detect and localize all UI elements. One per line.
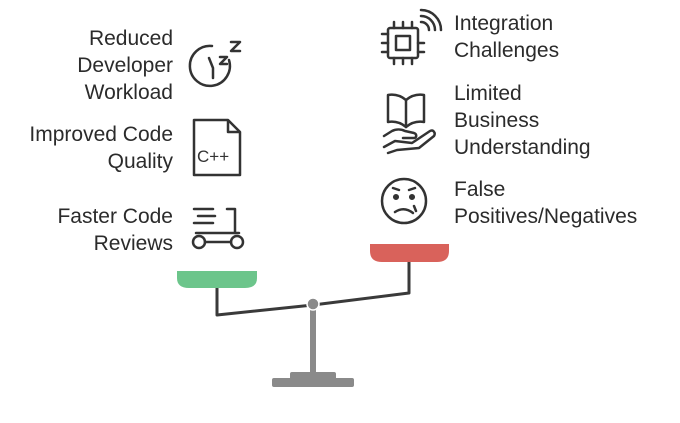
scooter-icon [191, 207, 245, 250]
con-label-integration-challenges: Integration Challenges [454, 12, 560, 62]
cpp-file-icon: C++ [192, 118, 242, 177]
svg-text:C++: C++ [197, 147, 229, 166]
pro-label-reduced-developer-workload: Reduced Developer Workload [77, 27, 173, 104]
pro-label-improved-code-quality: Improved Code Quality [29, 123, 173, 173]
pro-label-faster-code-reviews: Faster Code Reviews [57, 205, 173, 255]
wireless-chip-icon [380, 8, 443, 66]
scale-stand [272, 304, 354, 387]
sleep-clock-icon [188, 40, 242, 88]
con-label-false-positives-negatives: False Positives/Negatives [454, 178, 638, 228]
confused-face-icon [380, 177, 428, 225]
con-label-limited-business-understanding: Limited Business Understanding [454, 82, 591, 159]
pros-pan [177, 271, 257, 288]
cons-pan [370, 244, 449, 262]
scale-pivot [306, 297, 320, 311]
book-in-hand-icon [382, 93, 436, 155]
